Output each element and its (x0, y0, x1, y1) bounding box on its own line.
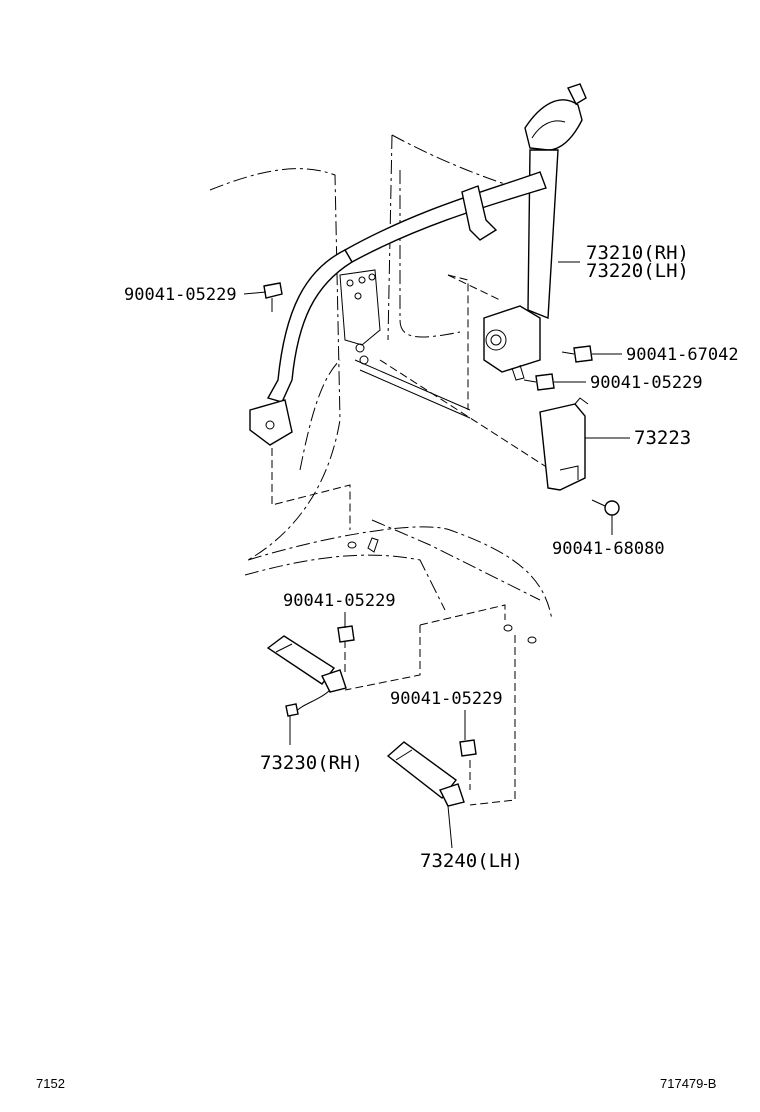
bolt-retractor-bottom-icon (523, 373, 555, 391)
leader-lines (243, 261, 630, 849)
label-retractor-lh: 73220(LH) (586, 260, 689, 282)
retractor-cover (539, 397, 589, 491)
bolt-upper-left-icon (263, 282, 283, 312)
label-retractor-rh: 73210(RH) (586, 242, 689, 264)
label-buckle-lh: 73240(LH) (420, 850, 523, 872)
screw-cover-icon (591, 499, 620, 516)
label-bolt-retractor-top: 90041-67042 (626, 345, 739, 365)
label-screw-cover: 90041-68080 (552, 539, 665, 559)
label-bolt-upper-left: 90041-05229 (124, 285, 237, 305)
rear-frame (339, 269, 537, 644)
label-bolt-buckle-lh: 90041-05229 (390, 689, 503, 709)
buckle-lh-assembly (386, 739, 477, 807)
body-panel-outline (209, 134, 553, 621)
label-bolt-buckle-rh: 90041-05229 (283, 591, 396, 611)
assembly-guide-lines (271, 274, 549, 806)
label-cover: 73223 (634, 427, 691, 449)
seat-belt-retractor-assembly (249, 83, 587, 446)
page-number: 7152 (36, 1076, 65, 1091)
label-buckle-rh: 73230(RH) (260, 752, 363, 774)
figure-code: 717479-B (660, 1076, 716, 1091)
label-bolt-retractor-bottom: 90041-05229 (590, 373, 703, 393)
bolt-retractor-top-icon (561, 345, 593, 363)
buckle-rh-assembly (266, 625, 355, 717)
